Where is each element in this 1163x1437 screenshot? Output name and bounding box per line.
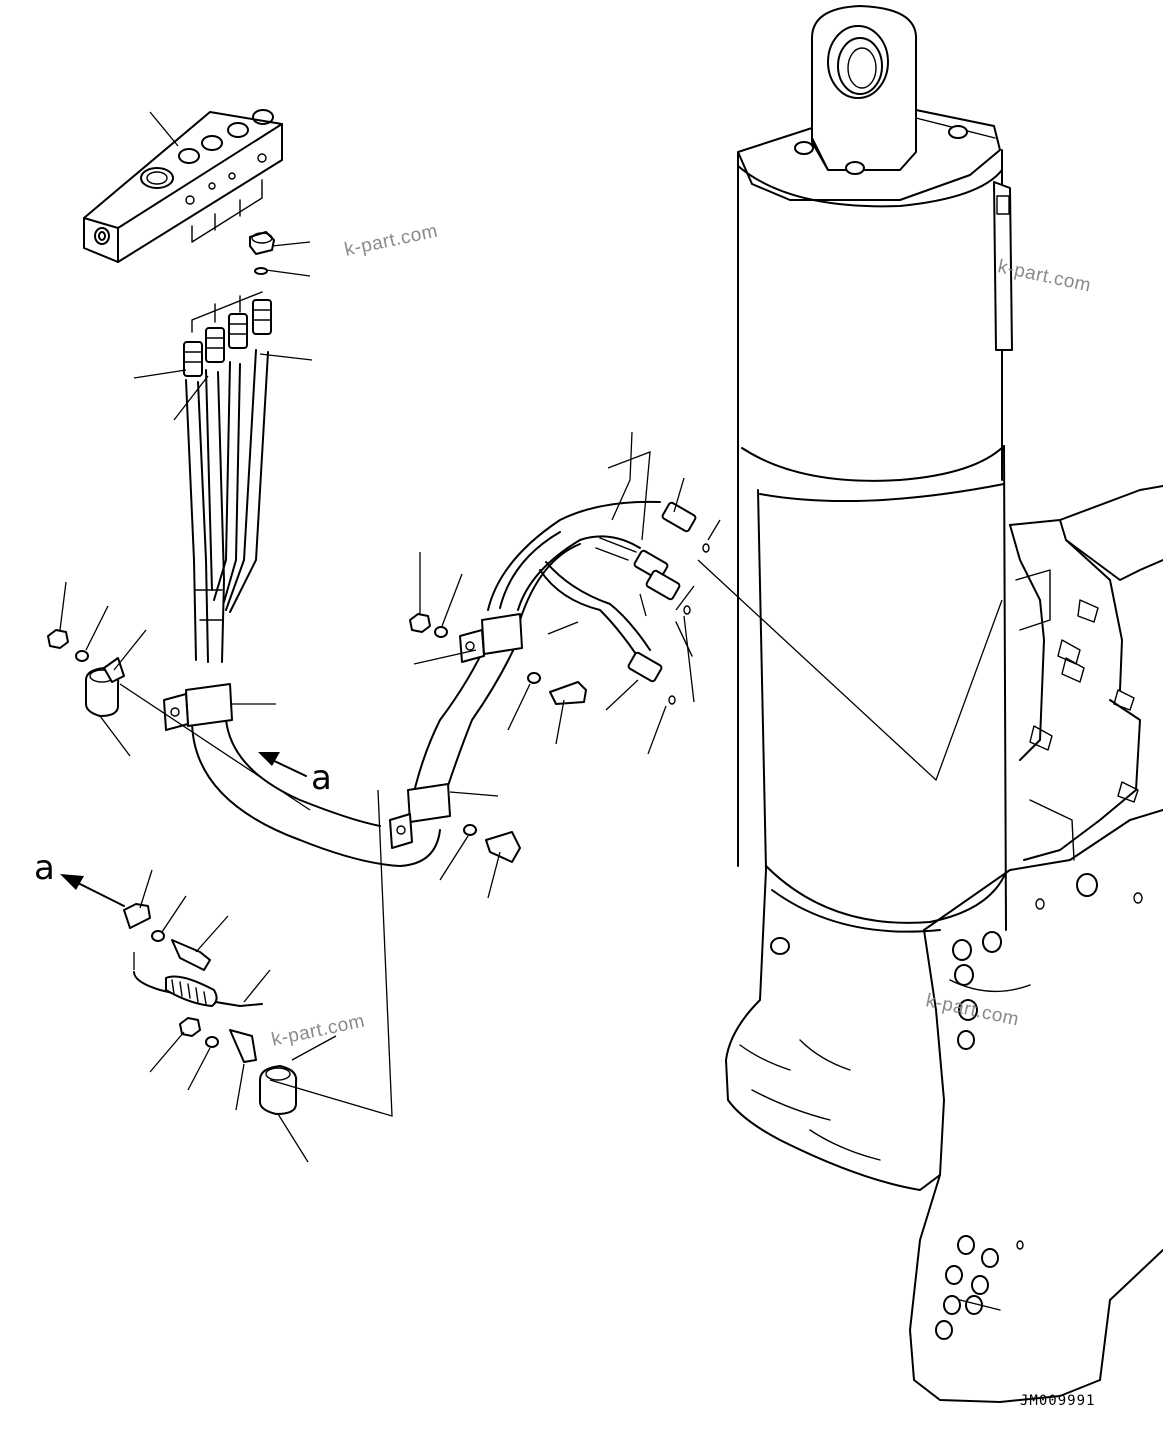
hydraulic-cylinder [725, 5, 1013, 1191]
frame-plate [909, 809, 1163, 1403]
view-arrow-label: a [311, 758, 332, 798]
main-hose [191, 500, 661, 867]
hardware-upper-left [47, 629, 125, 717]
callout-leaders [59, 111, 1003, 1163]
manifold-block [83, 109, 283, 263]
cap-bolts [794, 125, 968, 175]
hose-sleeves [185, 613, 523, 823]
o-ring [254, 267, 268, 275]
hardware-middle [409, 613, 587, 863]
hose-bundle-right [539, 501, 710, 705]
view-label: a [34, 848, 55, 888]
view-arrow-a-upper [258, 752, 307, 777]
view-arrow-a-lower [60, 874, 125, 907]
fittings-right [1029, 599, 1139, 803]
frame-holes [935, 873, 1143, 1340]
hose-fittings [183, 299, 272, 377]
drawing-code: JM009991 [1020, 1393, 1096, 1409]
hardware-lower-left [123, 903, 298, 1115]
hose-bundle-upper [183, 291, 272, 663]
plug [249, 231, 275, 255]
valve-block-right [1009, 485, 1163, 861]
